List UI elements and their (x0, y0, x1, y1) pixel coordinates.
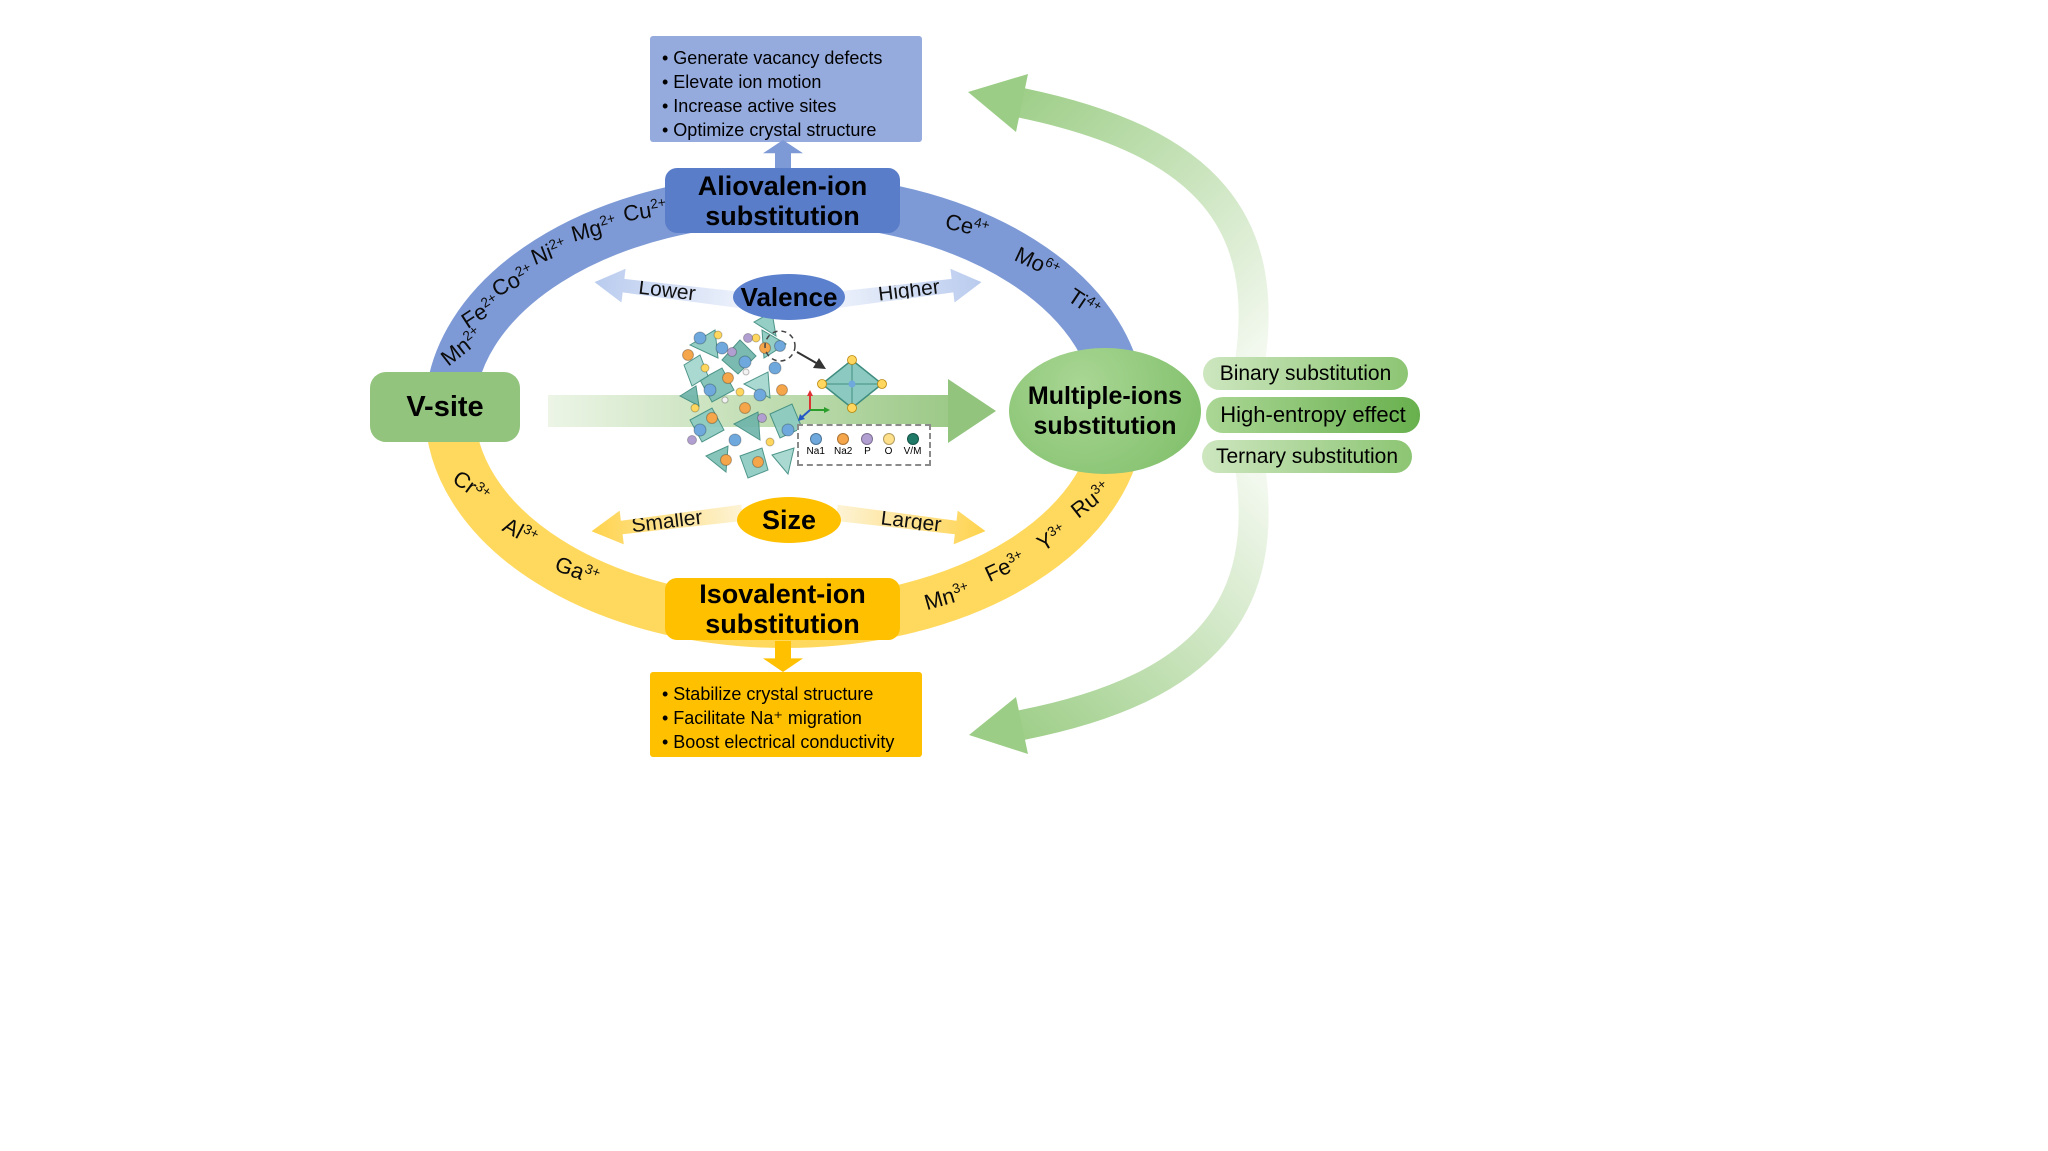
multiple-ions-oval: Multiple-ions substitution (1009, 348, 1201, 474)
bullet-item: • Boost electrical conductivity (662, 732, 895, 752)
o-atom-icon (882, 433, 895, 445)
v-site-box: V-site (370, 372, 520, 442)
curved-arrow-top (968, 74, 1269, 377)
heading-line: Isovalent-ion (699, 579, 866, 609)
legend-label: Na2 (834, 446, 853, 457)
pointer-arrow-icon (796, 351, 826, 369)
legend-label: Na1 (806, 446, 825, 457)
atom-legend-box: Na1 Na2 P O V/M (797, 424, 931, 466)
legend-item-vm: V/M (903, 433, 922, 457)
bullet-item: • Facilitate Na⁺ migration (662, 708, 862, 728)
banner-high-entropy-effect: High-entropy effect (1206, 397, 1420, 433)
banner-ternary-substitution: Ternary substitution (1202, 440, 1412, 473)
bullet-item: • Stabilize crystal structure (662, 684, 874, 704)
bullet-item: • Increase active sites (662, 96, 837, 116)
na2-atom-icon (837, 433, 850, 445)
legend-label: V/M (903, 446, 922, 457)
aliovalent-substitution-heading: Aliovalen-ion substitution (665, 168, 900, 233)
legend-item-na2: Na2 (834, 433, 852, 457)
heading-line: substitution (705, 200, 860, 231)
octahedron-icon (817, 355, 887, 413)
highlight-circle-icon (764, 330, 796, 362)
legend-item-p: P (861, 433, 874, 457)
bullet-item: • Optimize crystal structure (662, 120, 877, 140)
vm-atom-icon (906, 433, 919, 445)
size-oval: Size (737, 497, 841, 543)
legend-item-na1: Na1 (807, 433, 825, 457)
legend-label: P (864, 446, 871, 457)
isovalent-benefits-panel: • Stabilize crystal structure • Facilita… (650, 672, 922, 757)
heading-line: substitution (705, 609, 860, 639)
curved-arrow-top-head (968, 74, 1028, 132)
isovalent-substitution-heading: Isovalent-ion substitution (665, 578, 900, 640)
curved-arrow-bottom-head (969, 697, 1028, 754)
na1-atom-icon (809, 433, 822, 445)
banner-binary-substitution: Binary substitution (1203, 357, 1408, 390)
axes-icon (798, 390, 830, 421)
curved-arrow-bottom (969, 451, 1269, 754)
aliovalent-benefits-panel: • Generate vacancy defects • Elevate ion… (650, 36, 922, 142)
crystal-structure-illustration (678, 311, 887, 479)
heading-line: Aliovalen-ion (697, 170, 868, 201)
bullet-item: • Elevate ion motion (662, 72, 822, 92)
p-atom-icon (861, 433, 874, 445)
bullet-item: • Generate vacancy defects (662, 48, 883, 68)
legend-label: O (884, 446, 893, 457)
legend-item-o: O (882, 433, 895, 457)
valence-oval: Valence (733, 274, 845, 320)
